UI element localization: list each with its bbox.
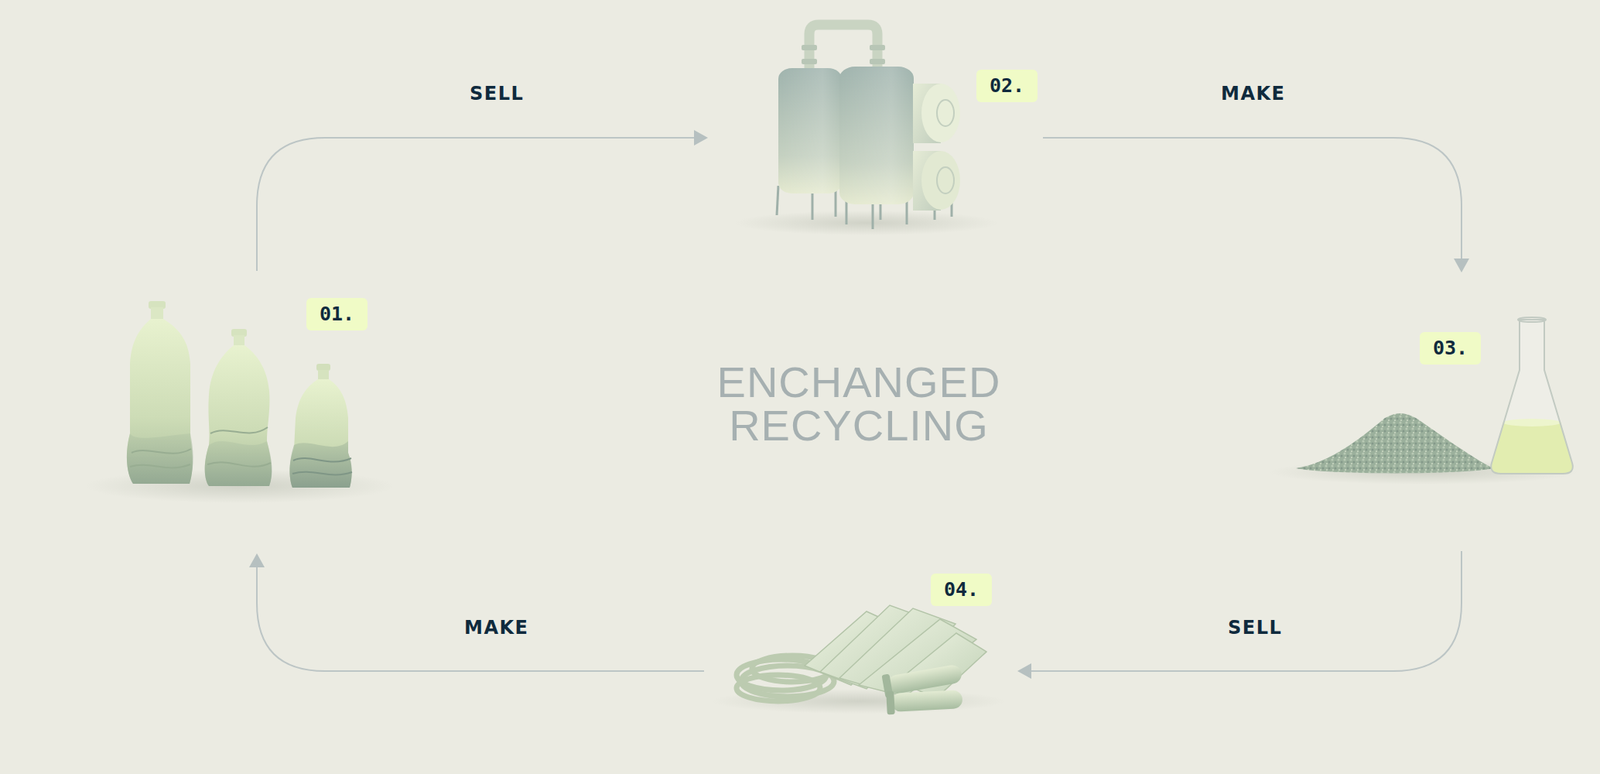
callout-number: 02. bbox=[976, 69, 1038, 103]
granules-flask-illustration bbox=[1268, 317, 1579, 485]
products-illustration bbox=[711, 605, 1006, 715]
arrowhead bbox=[1017, 663, 1032, 679]
bottles-illustration-part bbox=[126, 318, 193, 484]
tanks-illustration-part-part bbox=[811, 189, 814, 220]
tanks-illustration-part bbox=[869, 58, 886, 65]
tanks-illustration-part bbox=[936, 167, 954, 194]
tanks-illustration-part bbox=[801, 58, 818, 65]
flow-connector bbox=[249, 553, 705, 671]
products-illustration-part-part bbox=[886, 663, 964, 695]
tanks-illustration-part bbox=[839, 66, 914, 205]
edge-label: SELL bbox=[1227, 616, 1283, 640]
tanks-illustration-part bbox=[921, 83, 961, 143]
products-illustration-part bbox=[804, 605, 987, 698]
stage-node: 03. bbox=[1284, 272, 1587, 551]
stage-node: 01. bbox=[123, 270, 380, 554]
bottles-illustration-part bbox=[205, 441, 273, 486]
arrowhead bbox=[1453, 258, 1470, 273]
bottles-illustration-part bbox=[233, 335, 245, 346]
tanks-illustration-part bbox=[778, 68, 842, 194]
flow-connector bbox=[256, 129, 708, 271]
tanks-illustration-part bbox=[778, 68, 842, 194]
products-illustration-part bbox=[885, 687, 963, 715]
edge-label: MAKE bbox=[1220, 82, 1286, 106]
connector-line bbox=[256, 137, 698, 271]
bottles-illustration-part bbox=[290, 379, 353, 488]
bottles-illustration-part bbox=[316, 363, 331, 371]
tanks-illustration-part bbox=[809, 24, 878, 70]
bottles-illustration-part bbox=[207, 427, 271, 467]
bottles-illustration-part bbox=[290, 441, 353, 488]
tanks-illustration-part-part bbox=[776, 185, 779, 216]
arrowhead bbox=[694, 129, 708, 146]
granules-flask-illustration-part bbox=[1517, 317, 1546, 322]
tanks-illustration bbox=[735, 24, 999, 236]
granules-flask-illustration-part bbox=[1490, 319, 1573, 474]
edge-label: MAKE bbox=[464, 616, 529, 640]
products-illustration-part-part bbox=[890, 689, 963, 712]
flow-connector bbox=[1042, 137, 1470, 273]
bottles-illustration-part bbox=[317, 369, 329, 380]
tanks-illustration-part bbox=[839, 66, 914, 205]
tanks-illustration-part-part bbox=[834, 189, 838, 217]
callout-number: 04. bbox=[930, 573, 992, 606]
bottles-illustration-part bbox=[205, 345, 272, 486]
stage-node: 02. bbox=[707, 15, 1043, 240]
stage-node: 04. bbox=[704, 564, 1018, 720]
diagram-title: ENCHANGED RECYCLING bbox=[696, 360, 1022, 448]
connector-line bbox=[1028, 550, 1462, 671]
bottles-illustration-part bbox=[150, 307, 164, 320]
callout-number: 03. bbox=[1419, 331, 1481, 365]
tanks-illustration-part bbox=[921, 150, 961, 210]
bottles-illustration-part bbox=[292, 458, 353, 475]
bottles-illustration-part bbox=[129, 448, 192, 468]
arrowhead bbox=[249, 553, 265, 568]
bottles-illustration-part bbox=[126, 433, 194, 484]
bottles-illustration bbox=[85, 300, 395, 503]
tanks-illustration-part bbox=[936, 99, 954, 127]
flow-connector bbox=[1017, 550, 1462, 679]
products-illustration-part-part bbox=[885, 690, 896, 715]
tanks-illustration-part bbox=[801, 44, 818, 51]
connector-line bbox=[256, 564, 705, 671]
tanks-illustration-part bbox=[735, 210, 999, 236]
edge-label: SELL bbox=[469, 82, 524, 106]
callout-number: 01. bbox=[306, 297, 368, 331]
tanks-illustration-part bbox=[869, 44, 886, 51]
connector-line bbox=[1042, 137, 1462, 262]
granules-flask-illustration-part bbox=[1295, 413, 1494, 473]
